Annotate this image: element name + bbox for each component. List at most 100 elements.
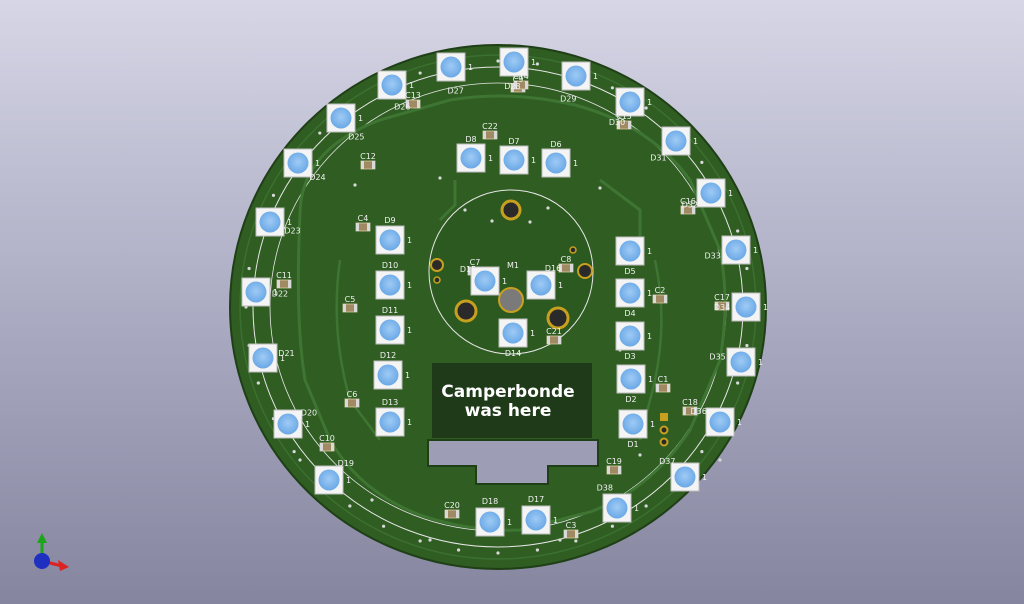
led-d2 (616, 364, 646, 394)
svg-text:1: 1 (593, 72, 598, 81)
svg-text:1: 1 (468, 63, 473, 72)
designator-label: D20 (301, 408, 317, 417)
capacitor-c13 (405, 99, 421, 109)
svg-text:1: 1 (648, 375, 653, 384)
svg-text:1: 1 (647, 98, 652, 107)
led-d28 (499, 47, 529, 77)
svg-text:1: 1 (763, 303, 768, 312)
designator-label: D32 (682, 200, 698, 209)
capacitor-c10 (319, 442, 335, 452)
led-d12 (373, 360, 403, 390)
svg-text:1: 1 (405, 371, 410, 380)
svg-text:C12: C12 (360, 152, 376, 161)
led-d21 (248, 343, 278, 373)
led-d4 (615, 278, 645, 308)
capacitor-c6 (344, 398, 360, 408)
led-d32 (696, 178, 726, 208)
led-d7 (499, 145, 529, 175)
capacitor-c11 (276, 279, 292, 289)
svg-text:1: 1 (693, 137, 698, 146)
xyz-axes-icon[interactable] (34, 533, 69, 571)
designator-label: D10 (382, 261, 398, 270)
svg-text:1: 1 (553, 516, 558, 525)
svg-text:C19: C19 (606, 457, 622, 466)
led-d8 (456, 143, 486, 173)
svg-text:1: 1 (280, 354, 285, 363)
panel-text-line1: Camperbonde (441, 382, 574, 402)
capacitor-c18 (682, 406, 698, 416)
svg-text:1: 1 (273, 288, 278, 297)
capacitor-c8 (558, 263, 574, 273)
svg-text:C4: C4 (358, 214, 369, 223)
silkscreen-panel (432, 363, 592, 438)
designator-label: D35 (709, 353, 725, 362)
svg-text:1: 1 (650, 420, 655, 429)
svg-text:1: 1 (315, 159, 320, 168)
svg-text:1: 1 (407, 236, 412, 245)
svg-text:1: 1 (647, 247, 652, 256)
designator-label: D37 (659, 457, 675, 466)
designator-label: D26 (394, 103, 410, 112)
led-d19 (314, 465, 344, 495)
svg-text:1: 1 (737, 418, 742, 427)
svg-text:C2: C2 (655, 286, 666, 295)
capacitor-c17 (714, 301, 730, 311)
svg-text:C7: C7 (470, 258, 481, 267)
svg-text:1: 1 (531, 58, 536, 67)
led-d27 (436, 52, 466, 82)
designator-label: D28 (504, 82, 520, 91)
designator-label: D22 (272, 289, 288, 298)
svg-text:1: 1 (358, 114, 363, 123)
capacitor-c15 (616, 120, 632, 130)
designator-label: D29 (560, 95, 576, 104)
svg-text:C17: C17 (714, 293, 730, 302)
svg-text:1: 1 (647, 332, 652, 341)
svg-text:1: 1 (558, 281, 563, 290)
svg-text:C10: C10 (319, 434, 335, 443)
led-d24 (283, 148, 313, 178)
led-d35 (726, 347, 756, 377)
leds (241, 47, 761, 537)
designator-label: D16 (545, 264, 561, 273)
svg-text:C11: C11 (276, 271, 292, 280)
svg-text:1: 1 (531, 156, 536, 165)
designator-label: M1 (507, 261, 519, 270)
led-d14 (498, 318, 528, 348)
silkscreen-labels: D191D201D211D221D231D241D251D261D271D281… (272, 58, 768, 530)
capacitor-c5 (342, 303, 358, 313)
svg-text:1: 1 (647, 289, 652, 298)
mounting-hole (500, 199, 522, 221)
designator-label: D7 (508, 137, 519, 146)
designator-label: D17 (528, 495, 544, 504)
designator-label: D4 (624, 309, 635, 318)
svg-text:C22: C22 (482, 122, 498, 131)
designator-label: D36 (691, 407, 707, 416)
svg-text:C20: C20 (444, 501, 460, 510)
led-d31 (661, 126, 691, 156)
led-d17 (521, 505, 551, 535)
led-d22 (241, 277, 271, 307)
designator-label: D13 (382, 398, 398, 407)
led-d36 (705, 407, 735, 437)
designator-label: D25 (348, 132, 364, 141)
capacitor-c2 (652, 294, 668, 304)
designator-label: D15 (460, 265, 476, 274)
svg-text:1: 1 (407, 418, 412, 427)
svg-text:C9: C9 (513, 75, 524, 84)
designator-label: D33 (704, 252, 720, 261)
capacitor-c19 (606, 465, 622, 475)
designator-label: D23 (284, 226, 300, 235)
svg-text:C21: C21 (546, 327, 562, 336)
led-d10 (375, 270, 405, 300)
svg-text:1: 1 (305, 420, 310, 429)
capacitor-c16 (680, 205, 696, 215)
svg-text:C16: C16 (680, 197, 696, 206)
svg-text:1: 1 (409, 81, 414, 90)
designator-label: D21 (278, 349, 294, 358)
designator-label: D9 (384, 216, 395, 225)
led-d29 (561, 61, 591, 91)
svg-text:C13: C13 (405, 91, 421, 100)
capacitor-c12 (360, 160, 376, 170)
designator-label: D3 (624, 352, 635, 361)
